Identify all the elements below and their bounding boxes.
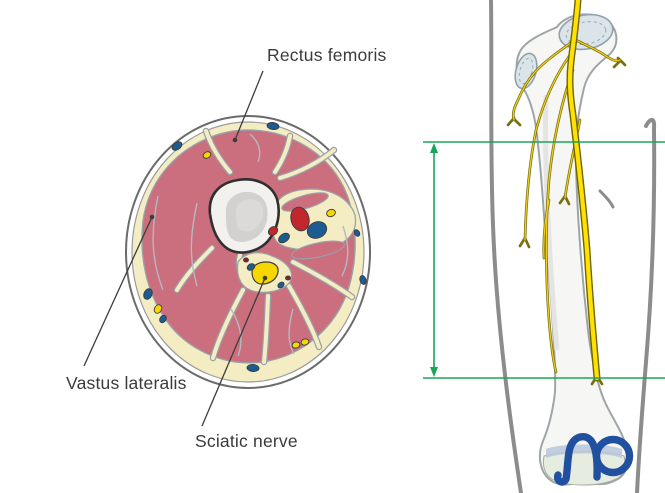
vessel-red — [267, 226, 279, 236]
vessel-blue — [277, 281, 285, 289]
leader-line-sciatic-nerve — [201, 277, 266, 427]
vessel-yellow — [202, 151, 212, 159]
leg-posterior-view — [489, 0, 657, 493]
vessel-blue — [246, 364, 260, 372]
leader-line-rectus-femoris — [234, 70, 264, 141]
vessel-blue — [306, 221, 328, 239]
arrow-up-icon — [430, 143, 438, 153]
arrow-down-icon — [430, 367, 438, 377]
leader-line-vastus-lateralis — [83, 216, 153, 367]
label-rectus-femoris: Rectus femoris — [267, 45, 387, 65]
sciatic-nerve-cross-section — [251, 261, 279, 285]
fascial-septa — [175, 129, 354, 364]
nerve-branches — [506, 36, 627, 374]
vessel-yellow — [300, 338, 310, 346]
vessel-blue — [246, 263, 256, 271]
leg-outline-left — [489, 0, 523, 493]
leg-outline-right — [635, 117, 657, 493]
vessel-blue — [171, 141, 183, 151]
label-sciatic-nerve: Sciatic nerve — [195, 431, 298, 451]
ao-logo-o — [592, 435, 634, 477]
leader-dot — [262, 275, 268, 281]
small-muscle-sliver — [281, 192, 329, 212]
leader-dot — [149, 214, 155, 220]
shaft-segment-measurement — [423, 141, 665, 379]
leader-dot — [232, 137, 238, 143]
vessel-blue — [159, 314, 167, 324]
vessel-red — [290, 206, 310, 232]
vessel-dark-red — [243, 257, 249, 263]
thigh-cross-section — [125, 115, 371, 389]
vessel-blue — [143, 288, 153, 300]
ao-logo-a — [553, 433, 601, 486]
vessel-yellow — [153, 304, 163, 314]
vessel-yellow — [326, 208, 336, 218]
tendon-mark — [598, 189, 615, 209]
vessel-dark-red — [285, 275, 291, 281]
annotations: Rectus femoris Vastus lateralis Sciatic … — [66, 45, 387, 451]
vessel-blue — [266, 121, 280, 131]
bone-center — [236, 199, 264, 232]
small-muscle-sliver — [290, 240, 346, 260]
vessels-and-nerves — [143, 121, 367, 372]
vessel-blue — [359, 275, 367, 285]
vessel-blue — [278, 232, 290, 244]
label-vastus-lateralis: Vastus lateralis — [66, 373, 187, 393]
vessel-blue — [353, 229, 361, 237]
vessel-yellow — [291, 341, 301, 349]
intramuscular-fascia — [152, 133, 349, 357]
femur-cross-section — [208, 178, 280, 254]
sciatic-nerve-tree — [506, 0, 627, 386]
ao-logo — [553, 433, 634, 486]
trochanter-cartilage — [514, 52, 538, 90]
